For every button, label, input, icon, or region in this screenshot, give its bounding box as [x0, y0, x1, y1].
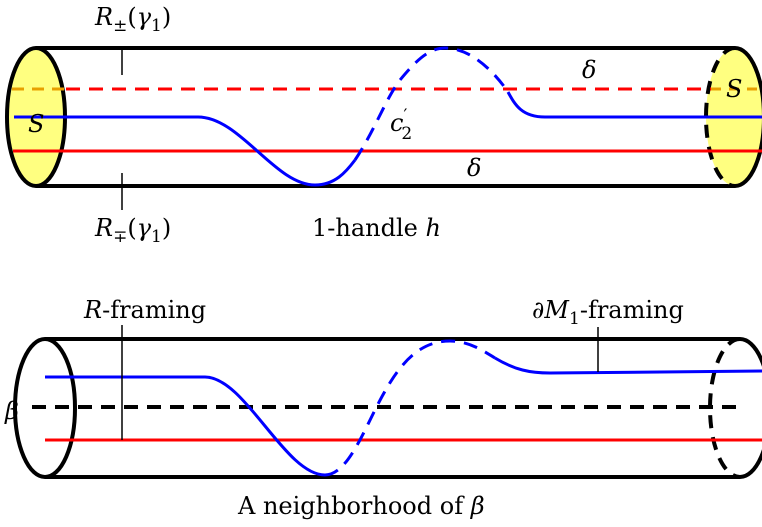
c2-curve-front-left	[14, 115, 357, 187]
delta-back-label: δ	[582, 56, 596, 84]
c2-curve-front-right	[506, 91, 762, 119]
right-end-cap-front	[734, 46, 762, 188]
c2-label: c′2	[390, 106, 412, 144]
right-end-cap-back	[704, 46, 736, 188]
left-cap-label: S	[28, 110, 44, 138]
right-cap-label: S	[726, 75, 742, 103]
one-handle-diagram: S S R±(γ1) R∓(γ1) c′2 δ δ 1-handle h	[5, 3, 762, 247]
neighborhood-caption: A neighborhood of β	[237, 492, 485, 520]
neighborhood-diagram: β R-framing ∂M1-framing A neighborhood o…	[4, 296, 762, 520]
beta-label: β	[4, 397, 19, 425]
dm-framing-curve-front-left	[45, 375, 326, 477]
r-minus-plus-label: R∓(γ1)	[94, 214, 171, 247]
nbhd-right-cap-front	[739, 337, 762, 479]
dm-framing-label: ∂M1-framing	[532, 296, 684, 329]
r-plus-minus-label: R±(γ1)	[94, 3, 171, 36]
delta-front-label: δ	[467, 154, 481, 182]
r-framing-label: R-framing	[83, 296, 206, 324]
dm-framing-curve-back	[324, 339, 496, 477]
handle-caption: 1-handle h	[312, 214, 441, 242]
dm-framing-curve-front-right	[494, 356, 762, 375]
c2-curve-back	[353, 46, 510, 161]
